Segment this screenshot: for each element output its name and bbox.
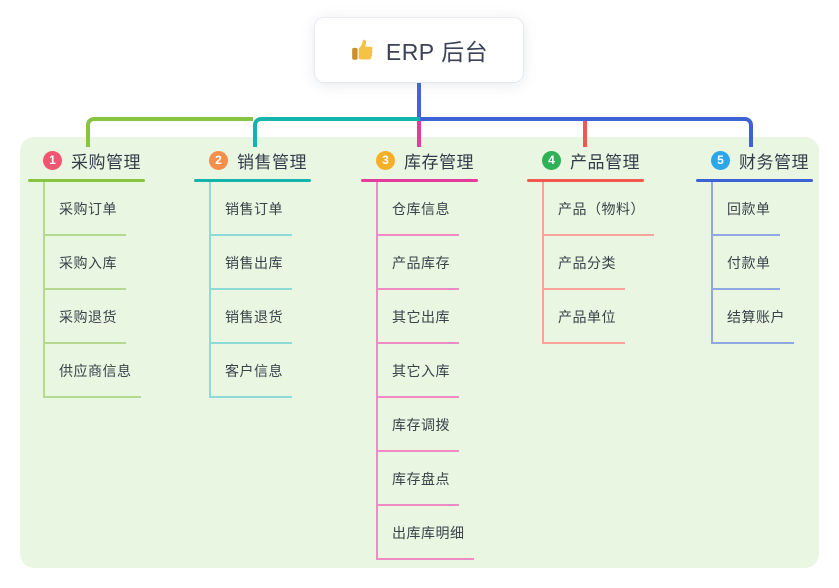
branch-3-children: 仓库信息 产品库存 其它出库 其它入库 库存调拨 库存盘点 出库库明细 xyxy=(376,182,474,560)
child-row: 回款单 xyxy=(713,182,794,236)
child-node[interactable]: 产品单位 xyxy=(544,307,625,344)
child-row: 产品分类 xyxy=(544,236,654,290)
branch-1-title: 采购管理 xyxy=(71,152,141,172)
branch-product-node[interactable]: 4 产品管理 xyxy=(527,148,654,172)
thumbs-up-icon xyxy=(350,37,376,63)
child-row: 库存盘点 xyxy=(378,452,474,506)
branch-finance: 5 财务管理 回款单 付款单 结算账户 xyxy=(696,148,813,344)
branch-inventory-node[interactable]: 3 库存管理 xyxy=(361,148,478,172)
child-node[interactable]: 产品（物料） xyxy=(544,199,654,236)
branch-inventory: 3 库存管理 仓库信息 产品库存 其它出库 其它入库 库存调拨 库存盘点 出库库… xyxy=(361,148,478,560)
child-node[interactable]: 采购入库 xyxy=(45,253,126,290)
child-node[interactable]: 产品分类 xyxy=(544,253,625,290)
branch-purchase-node[interactable]: 1 采购管理 xyxy=(28,148,145,172)
child-row: 采购退货 xyxy=(45,290,141,344)
connector-root-stem xyxy=(417,82,421,121)
child-row: 销售订单 xyxy=(211,182,292,236)
connector-branch-3 xyxy=(417,121,421,147)
child-row: 库存调拨 xyxy=(378,398,474,452)
connector-branch-5 xyxy=(420,117,753,147)
branch-1-badge: 1 xyxy=(43,150,62,170)
child-row: 产品（物料） xyxy=(544,182,654,236)
child-row: 采购订单 xyxy=(45,182,141,236)
branch-2-underline xyxy=(194,179,311,182)
child-row: 产品单位 xyxy=(544,290,654,344)
branch-5-underline xyxy=(696,179,813,182)
branch-2-badge: 2 xyxy=(209,150,228,170)
child-node[interactable]: 出库库明细 xyxy=(378,523,474,560)
branch-4-badge: 4 xyxy=(542,150,561,170)
child-node[interactable]: 销售订单 xyxy=(211,199,292,236)
connector-branch-2 xyxy=(253,117,420,147)
child-row: 销售出库 xyxy=(211,236,292,290)
child-row: 其它入库 xyxy=(378,344,474,398)
branch-product: 4 产品管理 产品（物料） 产品分类 产品单位 xyxy=(527,148,654,344)
child-node[interactable]: 采购退货 xyxy=(45,307,126,344)
child-node[interactable]: 客户信息 xyxy=(211,361,292,398)
child-row: 产品库存 xyxy=(378,236,474,290)
child-node[interactable]: 采购订单 xyxy=(45,199,126,236)
branch-5-title: 财务管理 xyxy=(739,152,809,172)
child-node[interactable]: 库存盘点 xyxy=(378,469,459,506)
child-row: 付款单 xyxy=(713,236,794,290)
branch-5-badge: 5 xyxy=(711,150,730,170)
child-row: 出库库明细 xyxy=(378,506,474,560)
branch-3-badge: 3 xyxy=(376,150,395,170)
child-node[interactable]: 其它入库 xyxy=(378,361,459,398)
branch-sales: 2 销售管理 销售订单 销售出库 销售退货 客户信息 xyxy=(194,148,311,398)
branch-sales-node[interactable]: 2 销售管理 xyxy=(194,148,311,172)
child-row: 客户信息 xyxy=(211,344,292,398)
child-node[interactable]: 结算账户 xyxy=(713,307,794,344)
child-node[interactable]: 库存调拨 xyxy=(378,415,459,452)
child-node[interactable]: 供应商信息 xyxy=(45,361,141,398)
branch-4-underline xyxy=(527,179,644,182)
child-row: 仓库信息 xyxy=(378,182,474,236)
child-node[interactable]: 其它出库 xyxy=(378,307,459,344)
branch-finance-node[interactable]: 5 财务管理 xyxy=(696,148,813,172)
connector-branch-4 xyxy=(583,121,587,147)
branch-1-underline xyxy=(28,179,145,182)
child-row: 结算账户 xyxy=(713,290,794,344)
branch-5-children: 回款单 付款单 结算账户 xyxy=(711,182,794,344)
child-row: 供应商信息 xyxy=(45,344,141,398)
branch-2-children: 销售订单 销售出库 销售退货 客户信息 xyxy=(209,182,292,398)
child-node[interactable]: 销售出库 xyxy=(211,253,292,290)
child-node[interactable]: 销售退货 xyxy=(211,307,292,344)
connector-branch-1 xyxy=(86,117,253,147)
child-node[interactable]: 产品库存 xyxy=(378,253,459,290)
branch-4-children: 产品（物料） 产品分类 产品单位 xyxy=(542,182,654,344)
child-row: 销售退货 xyxy=(211,290,292,344)
branch-purchase: 1 采购管理 采购订单 采购入库 采购退货 供应商信息 xyxy=(28,148,145,398)
child-node[interactable]: 付款单 xyxy=(713,253,780,290)
child-node[interactable]: 回款单 xyxy=(713,199,780,236)
branches-panel xyxy=(20,137,819,568)
root-node[interactable]: ERP 后台 xyxy=(315,18,523,82)
branch-2-title: 销售管理 xyxy=(237,152,307,172)
child-node[interactable]: 仓库信息 xyxy=(378,199,459,236)
child-row: 其它出库 xyxy=(378,290,474,344)
branch-3-underline xyxy=(361,179,478,182)
branch-1-children: 采购订单 采购入库 采购退货 供应商信息 xyxy=(43,182,141,398)
child-row: 采购入库 xyxy=(45,236,141,290)
branch-4-title: 产品管理 xyxy=(570,152,640,172)
branch-3-title: 库存管理 xyxy=(404,152,474,172)
root-title: ERP 后台 xyxy=(385,39,489,65)
